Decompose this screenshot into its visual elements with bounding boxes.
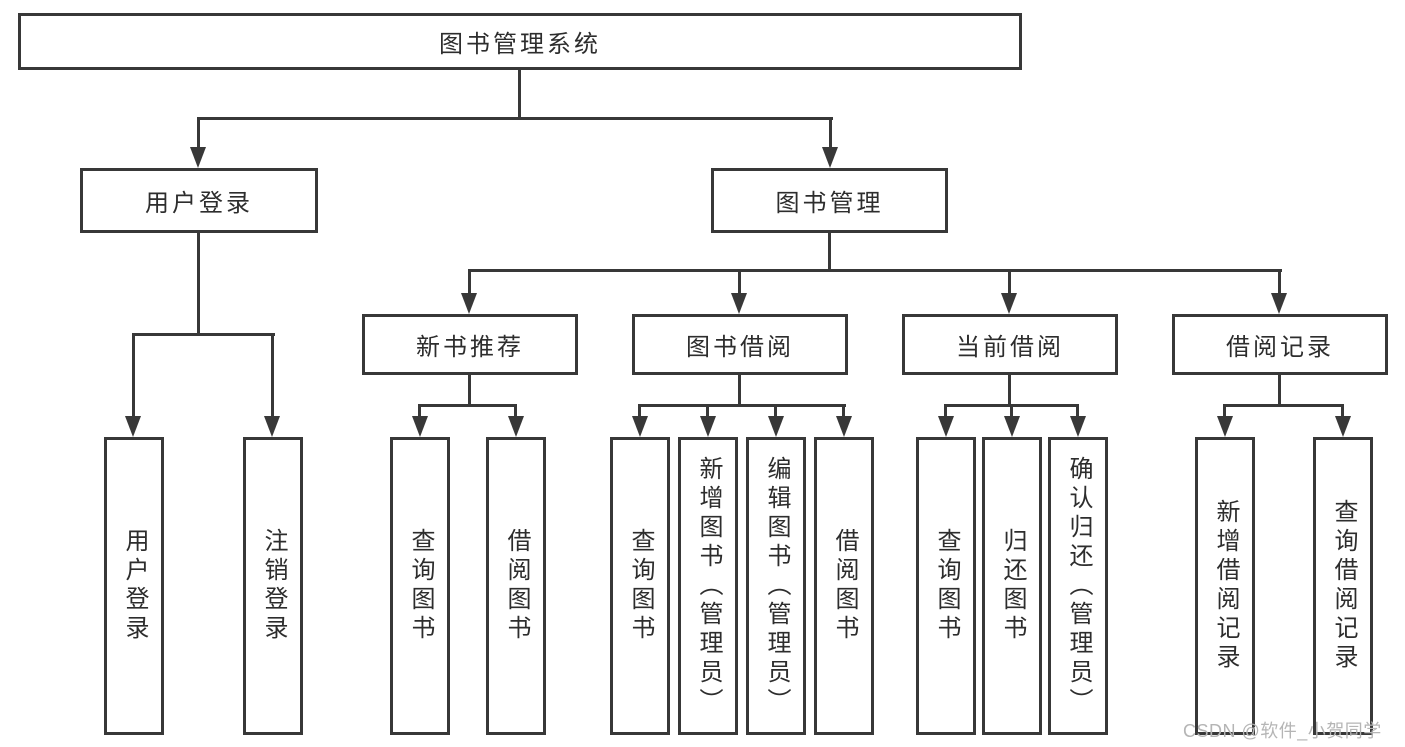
leaf-query-books-current: 查询图书 (916, 437, 976, 735)
leaf-add-books-admin: 新增图书（管理员） (678, 437, 738, 735)
leaf-label: 编辑图书（管理员） (763, 455, 790, 717)
connector-line (197, 233, 200, 336)
connector-line (638, 404, 641, 418)
node-book-borrowing: 图书借阅 (632, 314, 848, 375)
connector-line (418, 404, 421, 418)
connector-line (418, 404, 517, 407)
connector-line (1008, 375, 1011, 407)
leaf-label: 查询图书 (407, 528, 434, 644)
leaf-query-books-recommend: 查询图书 (390, 437, 450, 735)
connector-line (638, 404, 846, 407)
connector-line (132, 333, 275, 336)
connector-line (514, 404, 517, 418)
connector-line (1278, 269, 1281, 295)
arrowhead (632, 416, 648, 437)
leaf-query-borrowing-record: 查询借阅记录 (1313, 437, 1373, 735)
leaf-confirm-return-admin: 确认归还（管理员） (1048, 437, 1108, 735)
arrowhead (190, 147, 206, 168)
leaf-label: 新增图书（管理员） (695, 455, 722, 717)
arrowhead (1335, 416, 1351, 437)
leaf-label: 查询借阅记录 (1330, 499, 1357, 673)
connector-line (738, 269, 741, 295)
connector-line (829, 117, 832, 151)
leaf-logout: 注销登录 (243, 437, 303, 735)
connector-line (842, 404, 845, 418)
connector-line (774, 404, 777, 418)
connector-line (738, 375, 741, 407)
node-library-system: 图书管理系统 (18, 13, 1022, 70)
node-borrowing-records: 借阅记录 (1172, 314, 1388, 375)
connector-line (468, 269, 1282, 272)
arrowhead (768, 416, 784, 437)
leaf-user-login: 用户登录 (104, 437, 164, 735)
arrowhead (1217, 416, 1233, 437)
connector-line (1008, 269, 1011, 295)
node-user-login: 用户登录 (80, 168, 318, 233)
leaf-label: 借阅图书 (831, 528, 858, 644)
connector-line (1341, 404, 1344, 418)
leaf-label: 借阅图书 (503, 528, 530, 644)
connector-line (1278, 375, 1281, 407)
arrowhead (264, 416, 280, 437)
leaf-borrow-books-recommend: 借阅图书 (486, 437, 546, 735)
connector-line (1223, 404, 1226, 418)
arrowhead (1271, 293, 1287, 314)
watermark: CSDN @软件_小贺同学 (1183, 721, 1382, 741)
leaf-label: 用户登录 (121, 528, 148, 644)
arrowhead (822, 147, 838, 168)
connector-line (828, 233, 831, 272)
leaf-label: 归还图书 (999, 528, 1026, 644)
connector-line (468, 269, 471, 295)
leaf-borrow-books-borrowing: 借阅图书 (814, 437, 874, 735)
leaf-edit-books-admin: 编辑图书（管理员） (746, 437, 806, 735)
arrowhead (1004, 416, 1020, 437)
arrowhead (508, 416, 524, 437)
leaf-label: 查询图书 (627, 528, 654, 644)
connector-line (197, 117, 200, 151)
connector-line (132, 333, 135, 417)
leaf-label: 确认归还（管理员） (1065, 455, 1092, 717)
arrowhead (1070, 416, 1086, 437)
node-book-management: 图书管理 (711, 168, 948, 233)
connector-line (1223, 404, 1344, 407)
leaf-label: 新增借阅记录 (1212, 499, 1239, 673)
leaf-query-books-borrowing: 查询图书 (610, 437, 670, 735)
connector-line (944, 404, 947, 418)
leaf-label: 注销登录 (260, 528, 287, 644)
arrowhead (461, 293, 477, 314)
connector-line (1010, 404, 1013, 418)
connector-line (468, 375, 471, 407)
connector-line (706, 404, 709, 418)
connector-line (518, 70, 521, 120)
arrowhead (412, 416, 428, 437)
node-new-book-recommendation: 新书推荐 (362, 314, 578, 375)
arrowhead (125, 416, 141, 437)
arrowhead (836, 416, 852, 437)
leaf-add-borrowing-record: 新增借阅记录 (1195, 437, 1255, 735)
arrowhead (1001, 293, 1017, 314)
arrowhead (731, 293, 747, 314)
arrowhead (938, 416, 954, 437)
leaf-return-books: 归还图书 (982, 437, 1042, 735)
leaf-label: 查询图书 (933, 528, 960, 644)
arrowhead (700, 416, 716, 437)
node-current-borrowing: 当前借阅 (902, 314, 1118, 375)
connector-line (271, 333, 274, 417)
connector-line (197, 117, 833, 120)
connector-line (1076, 404, 1079, 418)
